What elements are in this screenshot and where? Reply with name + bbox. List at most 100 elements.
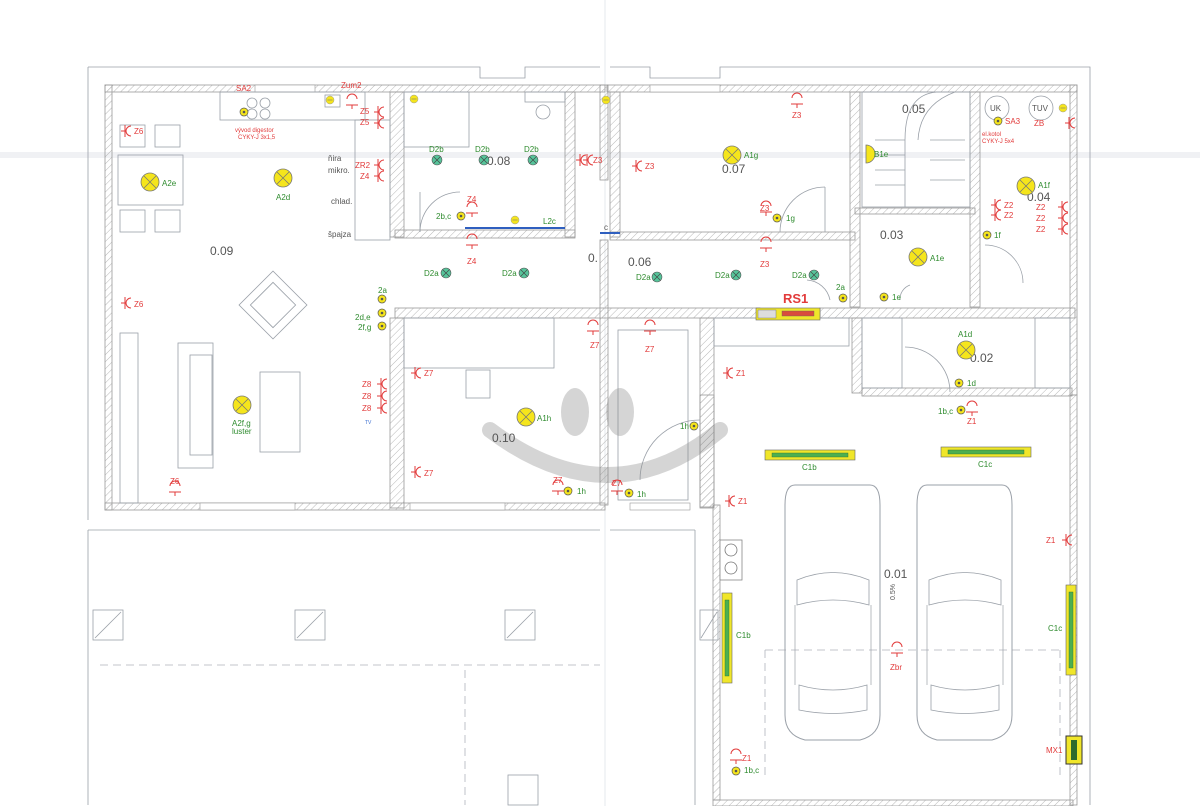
label-1h-1: 1h [577, 487, 586, 496]
label-d2a-5: D2a [792, 271, 807, 280]
label-zbr: Zbr [890, 663, 902, 672]
downlights: D2b D2b D2b D2a D2a D2a D2a D2a [424, 145, 820, 283]
label-luster: luster [232, 427, 252, 436]
label-z3-1: Z3 [792, 111, 802, 120]
label-1d: 1d [967, 379, 976, 388]
distribution-board: RS1 [755, 291, 821, 321]
label-z2-3: Z2 [1036, 203, 1046, 212]
label-slope: 0.5% [890, 584, 897, 600]
room-0-09: 0.09 [210, 244, 234, 258]
label-mx1: MX1 [1046, 746, 1063, 755]
label-zr2: ZR2 [355, 161, 371, 170]
label-z8-3: Z8 [362, 404, 372, 413]
label-z6-1: Z6 [134, 127, 144, 136]
label-l2c: L2c [543, 217, 556, 226]
downlight-icon [808, 269, 820, 281]
ceiling-light-icon [232, 395, 252, 415]
label-z3-4: Z3 [760, 204, 770, 213]
label-c1c: C1c [978, 460, 992, 469]
label-rs1: RS1 [783, 291, 808, 306]
label-z7-3: Z7 [553, 476, 563, 485]
fluorescent-light-icon [764, 449, 856, 461]
room-0-x: 0. [588, 251, 598, 265]
downlight-icon [730, 269, 742, 281]
room-0-02: 0.02 [970, 351, 994, 365]
label-z8-2: Z8 [362, 392, 372, 401]
label-2a: 2a [378, 286, 387, 295]
room-0-05: 0.05 [902, 102, 926, 116]
fluorescent-light-icon [1065, 584, 1077, 676]
label-2fg: 2f,g [358, 323, 371, 332]
label-b1e: B1e [874, 150, 889, 159]
walls [104, 84, 1078, 806]
label-d2a-4: D2a [715, 271, 730, 280]
smiley-watermark-icon [482, 388, 728, 483]
room-0-07: 0.07 [722, 162, 746, 176]
label-cyky-j5: CYKY-J 5x4 [982, 139, 1015, 145]
label-2a-2: 2a [836, 283, 845, 292]
label-z4-3: Z4 [467, 257, 477, 266]
label-z3-2: Z3 [645, 162, 655, 171]
label-2de: 2d,e [355, 313, 371, 322]
label-a1g: A1g [744, 151, 758, 160]
wall-light-icon [865, 144, 876, 164]
label-a2d: A2d [276, 193, 290, 202]
label-d2a-3: D2a [636, 273, 651, 282]
downlight-icon [431, 154, 443, 166]
label-z7-1: Z7 [424, 369, 434, 378]
label-z2-5: Z2 [1036, 225, 1046, 234]
room-numbers: 0.09 0.08 0.07 0.06 0. 0.05 0.04 0.03 0.… [210, 102, 1051, 581]
label-z7-4: Z7 [612, 479, 622, 488]
label-c1c-2: C1c [1048, 624, 1062, 633]
label-z7-5: Z7 [590, 341, 600, 350]
label-1g: 1g [786, 214, 795, 223]
label-tv: TV [365, 420, 372, 426]
label-spajza: špajza [328, 230, 352, 239]
label-cyky-j3: CYKY-J 3x1,5 [238, 135, 276, 141]
label-z2-1: Z2 [1004, 201, 1014, 210]
downlight-icon [440, 267, 452, 279]
downlight-icon [527, 154, 539, 166]
room-0-06: 0.06 [628, 255, 652, 269]
label-z1-3: Z1 [738, 497, 748, 506]
label-z2-2: Z2 [1004, 211, 1014, 220]
sockets: Z6 Z6 Z6 Zum2 Z5 Z5 ZR2 Z4 Z4 Z4 Z8 Z8 Z… [120, 81, 1076, 765]
switches: 2a 2d,e 2f,g 2b,c 1h 1h 1h 1g 2a 1e 1f 1… [239, 107, 1003, 776]
label-nira: ňira [328, 154, 342, 163]
label-c1b: C1b [802, 463, 817, 472]
ceiling-light-icon [273, 168, 293, 188]
ceiling-light-icon [908, 247, 928, 267]
label-z4-2: Z4 [467, 195, 477, 204]
label-a1d: A1d [958, 330, 972, 339]
label-d2a-1: D2a [424, 269, 439, 278]
ceiling-light-icon [1016, 176, 1036, 196]
label-zb: ZB [1034, 119, 1044, 128]
furniture [117, 91, 1071, 741]
label-zum2: Zum2 [341, 81, 362, 90]
label-uk: UK [990, 104, 1002, 113]
label-elkotol: el.kotol [982, 132, 1001, 138]
label-c-small: c [604, 223, 608, 232]
label-z1-1: Z1 [736, 369, 746, 378]
label-z5-1: Z5 [360, 107, 370, 116]
label-z7-2: Z7 [424, 469, 434, 478]
label-a1h: A1h [537, 414, 551, 423]
label-z3-5: Z3 [760, 260, 770, 269]
label-z5-2: Z5 [360, 118, 370, 127]
room-0-10: 0.10 [492, 431, 516, 445]
label-a1e: A1e [930, 254, 945, 263]
label-a1f: A1f [1038, 181, 1051, 190]
label-z1-4: Z1 [1046, 536, 1056, 545]
ceiling-light-icon [722, 145, 742, 165]
ceiling-light-icon [516, 407, 536, 427]
label-a2fg: A2f,g [232, 419, 251, 428]
room-0-03: 0.03 [880, 228, 904, 242]
label-d2a-2: D2a [502, 269, 517, 278]
label-z6-2: Z6 [134, 300, 144, 309]
room-0-01: 0.01 [884, 567, 908, 581]
label-z2-4: Z2 [1036, 214, 1046, 223]
kitchen-labels: SA2 vývod digestor CYKY-J 3x1,5 ňira mik… [235, 84, 608, 239]
label-1f: 1f [994, 231, 1001, 240]
label-1bc-2: 1b,c [744, 766, 759, 775]
label-vyvod: vývod digestor [235, 128, 274, 134]
